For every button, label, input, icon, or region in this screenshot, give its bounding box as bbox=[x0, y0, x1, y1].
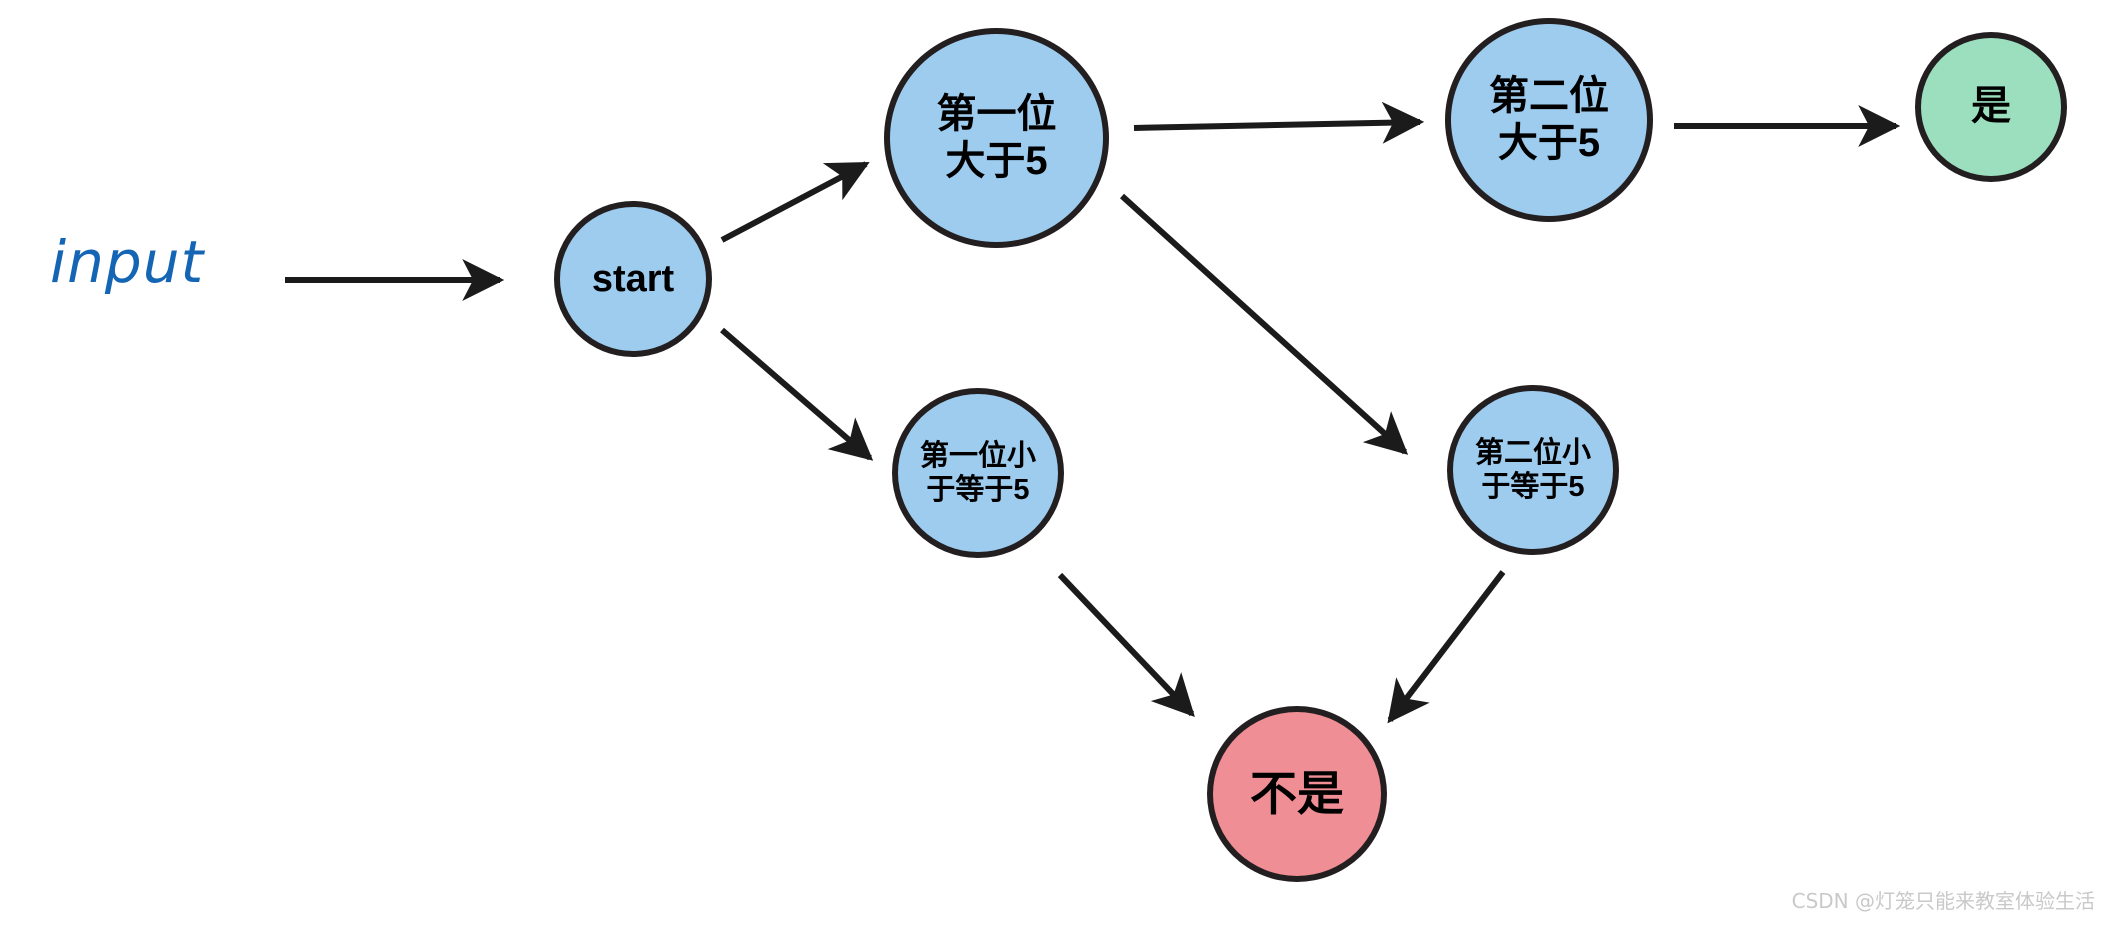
edge-d1-to-d2 bbox=[1133, 101, 1425, 144]
node-d1-line2: 大于5 bbox=[945, 139, 1048, 183]
edge-d1-to-d4 bbox=[1119, 193, 1409, 455]
node-second-digit-greater-than-5[interactable]: 第二位 大于5 bbox=[1445, 18, 1653, 222]
node-d4-line1: 第二位小 bbox=[1474, 436, 1591, 469]
node-d3-line2: 于等于5 bbox=[926, 474, 1030, 506]
node-no-terminal[interactable]: 不是 bbox=[1207, 706, 1387, 882]
node-second-digit-less-equal-5[interactable]: 第二位小 于等于5 bbox=[1447, 385, 1619, 555]
node-d2-line1: 第二位 bbox=[1489, 73, 1609, 118]
node-d1-line1: 第一位 bbox=[936, 91, 1057, 136]
watermark: CSDN @灯笼只能来教室体验生活 bbox=[1791, 889, 2095, 913]
edge-start-to-d3 bbox=[720, 327, 874, 461]
node-no-label: 不是 bbox=[1250, 767, 1344, 821]
input-label: input bbox=[50, 228, 205, 296]
edge-d3-to-no bbox=[1057, 572, 1195, 718]
edge-d4-to-no bbox=[1387, 570, 1506, 724]
node-d4-line2: 于等于5 bbox=[1481, 471, 1585, 503]
node-first-digit-greater-than-5[interactable]: 第一位 大于5 bbox=[884, 28, 1109, 248]
node-start-label: start bbox=[591, 257, 675, 300]
edge-start-to-d1 bbox=[720, 161, 870, 243]
node-first-digit-less-equal-5[interactable]: 第一位小 于等于5 bbox=[892, 388, 1064, 558]
node-d2-line2: 大于5 bbox=[1497, 121, 1601, 165]
node-yes-terminal[interactable]: 是 bbox=[1915, 32, 2067, 182]
node-yes-label: 是 bbox=[1971, 84, 2011, 129]
node-d3-line1: 第一位小 bbox=[919, 439, 1036, 472]
node-start[interactable]: start bbox=[554, 201, 712, 357]
